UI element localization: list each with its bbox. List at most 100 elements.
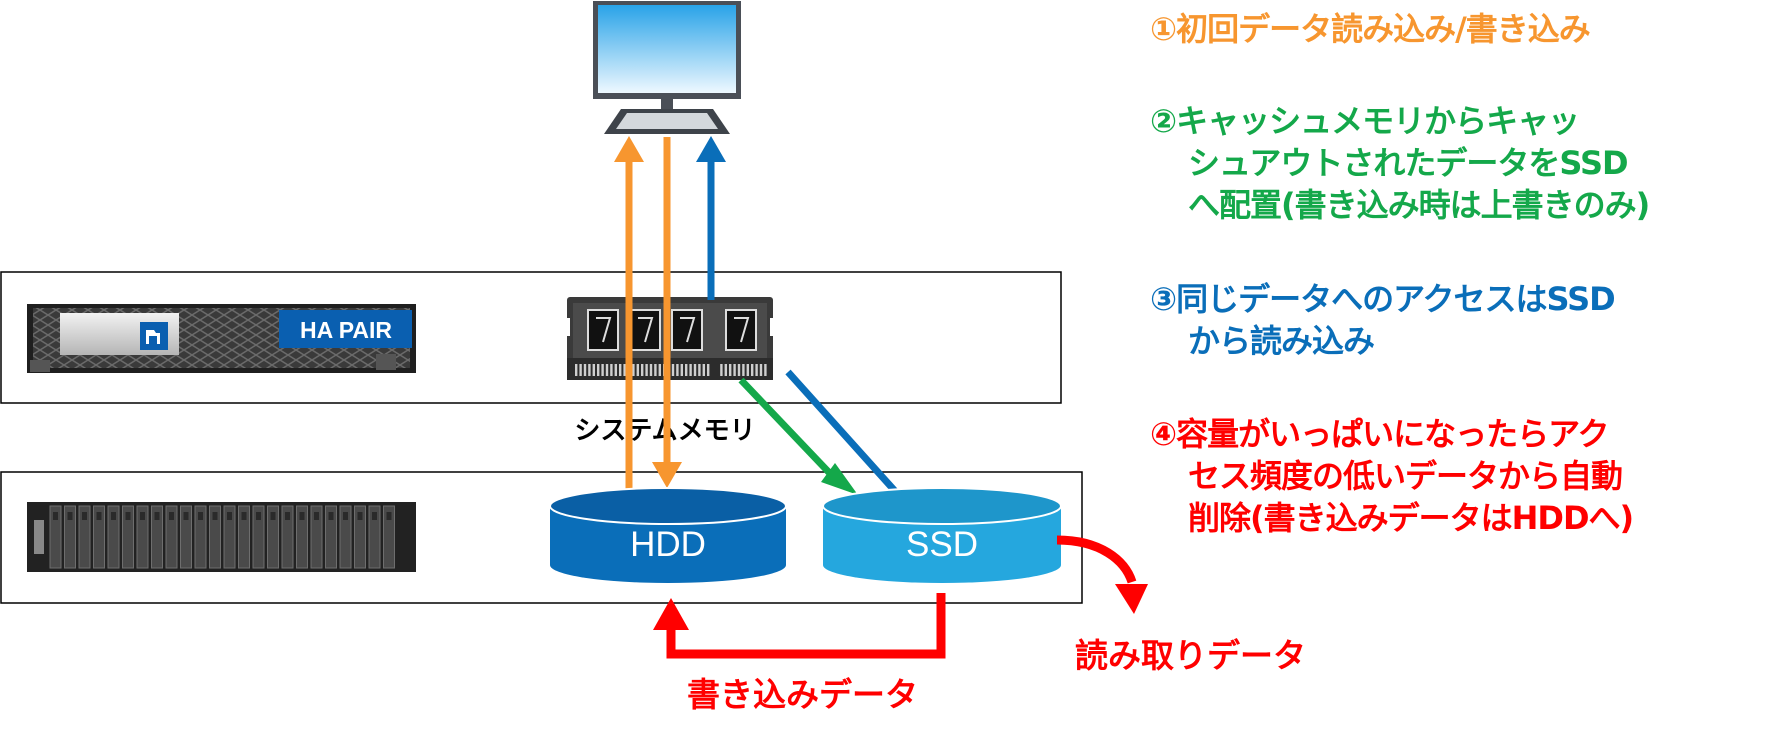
drive-bay <box>383 505 395 569</box>
memory-pin <box>685 364 688 376</box>
memory-pin <box>658 364 661 376</box>
read-data-label: 読み取りデータ <box>1075 636 1306 675</box>
initial-read-write-arrows <box>614 136 682 492</box>
memory-pin <box>610 364 613 376</box>
drive-led <box>82 512 87 520</box>
drive-bay <box>78 505 91 569</box>
storage-controller-icon <box>27 304 416 373</box>
legend-item-3: ③同じデータへのアクセスはSSD から読み込み <box>1150 278 1760 362</box>
memory-pin <box>764 364 767 376</box>
hdd-cylinder <box>549 487 787 583</box>
shelf-panel <box>34 520 44 554</box>
legend-line: セス頻度の低いデータから自動 <box>1188 457 1623 495</box>
drive-led <box>198 512 203 520</box>
drive-led <box>53 512 58 520</box>
drive-led <box>343 512 348 520</box>
ssd-cylinder <box>822 487 1062 583</box>
drive-led <box>96 512 102 520</box>
legend-line: から読み込み <box>1188 322 1375 360</box>
memory-pin <box>729 364 732 376</box>
drive-bay <box>368 505 381 569</box>
legend-line: 削除(書き込みデータはHDDへ) <box>1188 499 1634 537</box>
drive-led <box>125 512 131 520</box>
memory-pin <box>601 364 604 376</box>
memory-pin <box>707 364 710 376</box>
drive-led <box>111 512 116 520</box>
memory-pin <box>636 364 639 376</box>
drive-bay <box>165 505 178 569</box>
memory-pin <box>619 364 622 376</box>
memory-pin <box>645 364 648 376</box>
memory-pin <box>680 364 683 376</box>
memory-pin <box>579 364 582 376</box>
memory-pin <box>737 364 741 376</box>
memory-chip <box>725 309 757 351</box>
drive-led <box>386 512 392 520</box>
legend-line: シュアウトされたデータをSSD <box>1188 144 1629 182</box>
ha-pair-badge: HA PAIR <box>300 317 392 343</box>
drive-bay <box>64 505 76 569</box>
memory-chip <box>629 309 661 351</box>
drive-led <box>299 512 305 520</box>
memory-pin <box>654 364 657 376</box>
ssd-read-arrows <box>696 136 906 503</box>
memory-pin <box>724 364 727 376</box>
drive-bay <box>238 505 250 569</box>
legend-line: へ配置(書き込み時は上書きのみ) <box>1188 186 1650 224</box>
legend-line: ③同じデータへのアクセスはSSD <box>1150 280 1616 318</box>
memory-pin <box>746 364 749 376</box>
memory-chip-mark <box>680 317 696 343</box>
drive-bay <box>122 505 134 569</box>
drive-led <box>227 512 232 520</box>
drive-bay <box>107 505 120 569</box>
drive-bay <box>209 505 221 569</box>
memory-chip-mark <box>596 317 612 343</box>
drive-bay <box>93 505 105 569</box>
drive-led <box>212 512 218 520</box>
drive-led <box>140 512 145 520</box>
drive-bay <box>151 505 163 569</box>
drive-led <box>328 512 334 520</box>
memory-pin <box>592 364 595 376</box>
drive-bay <box>354 505 366 569</box>
eviction-arrow <box>1056 535 1148 614</box>
drive-bay <box>281 505 294 569</box>
memory-pin <box>698 364 701 376</box>
drive-led <box>169 512 174 520</box>
drive-bay <box>325 505 337 569</box>
cache-out-to-ssd-arrow <box>738 377 858 495</box>
drive-led <box>270 512 276 520</box>
drive-led <box>314 512 319 520</box>
write-back-to-hdd-arrow <box>653 593 946 659</box>
memory-pin <box>689 364 692 376</box>
memory-pin <box>720 364 723 376</box>
memory-pin <box>676 364 679 376</box>
memory-chip <box>587 309 619 351</box>
drive-bay <box>49 505 62 569</box>
memory-pin <box>623 364 626 376</box>
memory-pin <box>702 364 705 376</box>
drive-led <box>357 512 363 520</box>
legend-line: ④容量がいっぱいになったらアク <box>1150 415 1610 453</box>
memory-pin <box>575 364 578 376</box>
memory-chip-mark <box>638 317 654 343</box>
write-data-label: 書き込みデータ <box>687 675 918 714</box>
drive-bay <box>296 505 308 569</box>
memory-pin <box>588 364 591 376</box>
legend-item-1: ①初回データ読み込み/書き込み <box>1150 8 1760 50</box>
legend-line: ①初回データ読み込み/書き込み <box>1150 10 1591 48</box>
memory-pin <box>649 364 653 376</box>
memory-pin <box>755 364 758 376</box>
memory-pin <box>583 364 587 376</box>
memory-pin <box>671 364 675 376</box>
memory-pin <box>759 364 763 376</box>
drive-bay <box>180 505 192 569</box>
memory-pin <box>742 364 745 376</box>
drive-bay <box>310 505 323 569</box>
memory-pin <box>614 364 617 376</box>
drive-bay <box>194 505 207 569</box>
hdd-label: HDD <box>630 525 706 564</box>
